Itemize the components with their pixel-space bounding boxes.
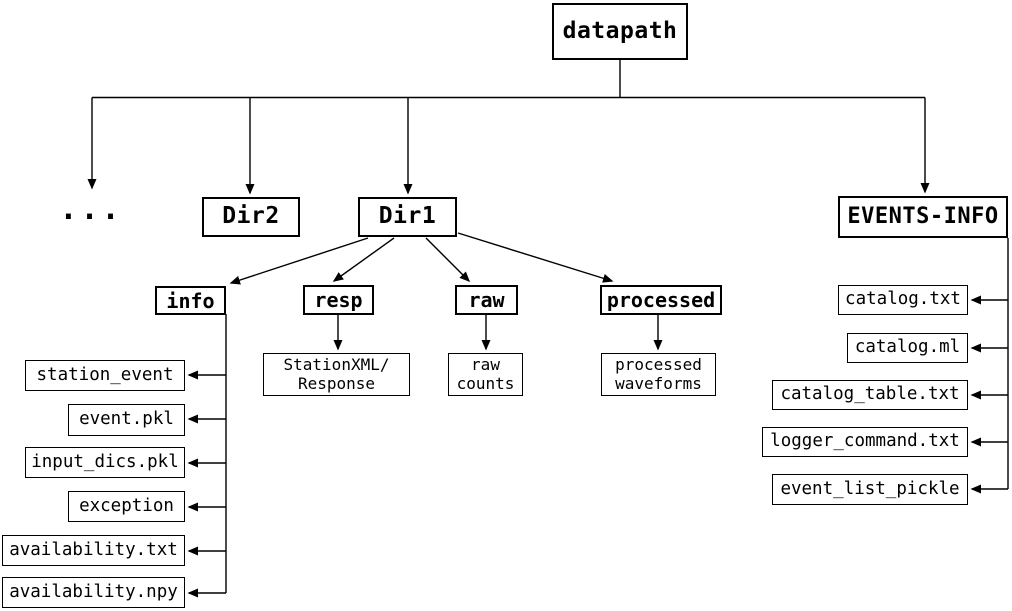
file-logger-command-txt: logger_command.txt (762, 427, 968, 457)
edge-dir1-resp (332, 237, 395, 282)
leaf-line: raw (471, 354, 500, 374)
file-availability-txt: availability.txt (2, 535, 185, 566)
node-events-info: EVENTS-INFO (838, 196, 1008, 238)
file-input-dics-pkl: input_dics.pkl (25, 447, 185, 478)
node-raw-counts: raw counts (448, 353, 523, 396)
leaf-line: StationXML/ (283, 354, 390, 374)
node-processed: processed (600, 285, 722, 315)
node-resp: resp (303, 285, 374, 315)
edge-dir1-info (229, 237, 369, 285)
node-dir2: Dir2 (202, 197, 300, 237)
node-stationxml-response: StationXML/ Response (263, 353, 410, 396)
file-availability-npy: availability.npy (2, 577, 185, 608)
file-station-event: station_event (25, 360, 185, 391)
node-ellipsis: ... (59, 192, 123, 227)
node-raw: raw (455, 285, 518, 315)
leaf-line: processed (615, 354, 702, 374)
edge-group (87, 59, 1009, 598)
file-event-list-pickle: event_list_pickle (772, 474, 968, 505)
node-datapath: datapath (552, 3, 688, 60)
leaf-line: Response (297, 373, 376, 393)
node-info: info (155, 286, 226, 315)
leaf-line: waveforms (615, 373, 702, 393)
node-processed-waveforms: processed waveforms (601, 353, 716, 396)
file-exception: exception (68, 491, 185, 522)
edge-dir1-processed (457, 232, 614, 283)
file-catalog-ml: catalog.ml (847, 333, 968, 363)
file-catalog-table-txt: catalog_table.txt (772, 380, 968, 410)
leaf-line: counts (456, 373, 515, 393)
edge-dir1-raw (425, 237, 471, 283)
file-catalog-txt: catalog.txt (838, 285, 968, 315)
node-dir1: Dir1 (358, 197, 457, 237)
file-event-pkl: event.pkl (68, 404, 185, 436)
